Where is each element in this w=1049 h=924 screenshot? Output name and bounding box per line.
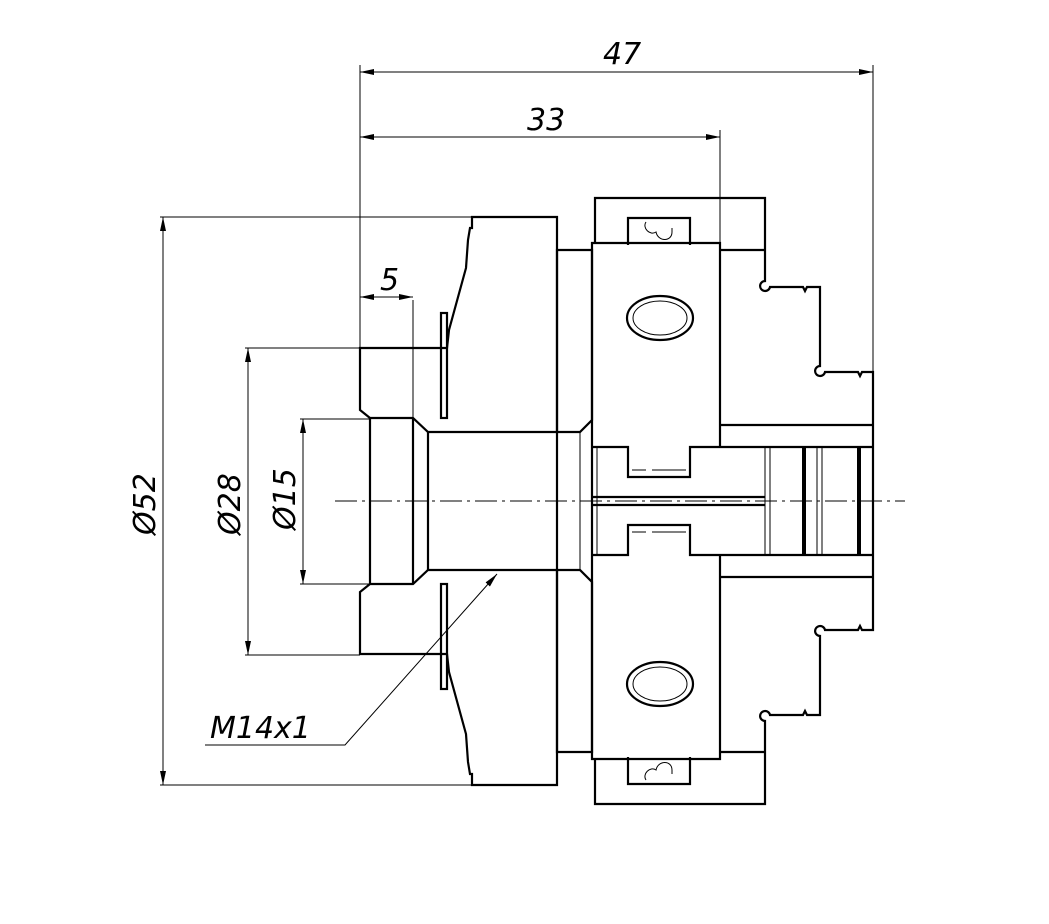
dimension-diameter-52: Ø52 [128,216,472,786]
dimension-5-label: 5 [380,263,399,298]
dimension-diameter-28-label: Ø28 [213,473,248,537]
dimension-47-label: 47 [603,37,641,72]
dimension-33: 33 [360,103,721,243]
thread-callout-label: M14x1 [210,711,311,746]
dimension-diameter-52-label: Ø52 [128,473,163,537]
part-bottom-half [358,499,875,806]
dimension-diameter-15-label: Ø15 [268,468,303,532]
dimension-5: 5 [360,263,414,418]
dimension-diameter-28: Ø28 [213,347,360,656]
dimension-diameter-15: Ø15 [268,418,370,585]
thread-callout: M14x1 [205,573,498,746]
dimension-33-label: 33 [527,103,565,138]
part-top-half [358,196,875,503]
dimension-47: 47 [359,37,874,372]
